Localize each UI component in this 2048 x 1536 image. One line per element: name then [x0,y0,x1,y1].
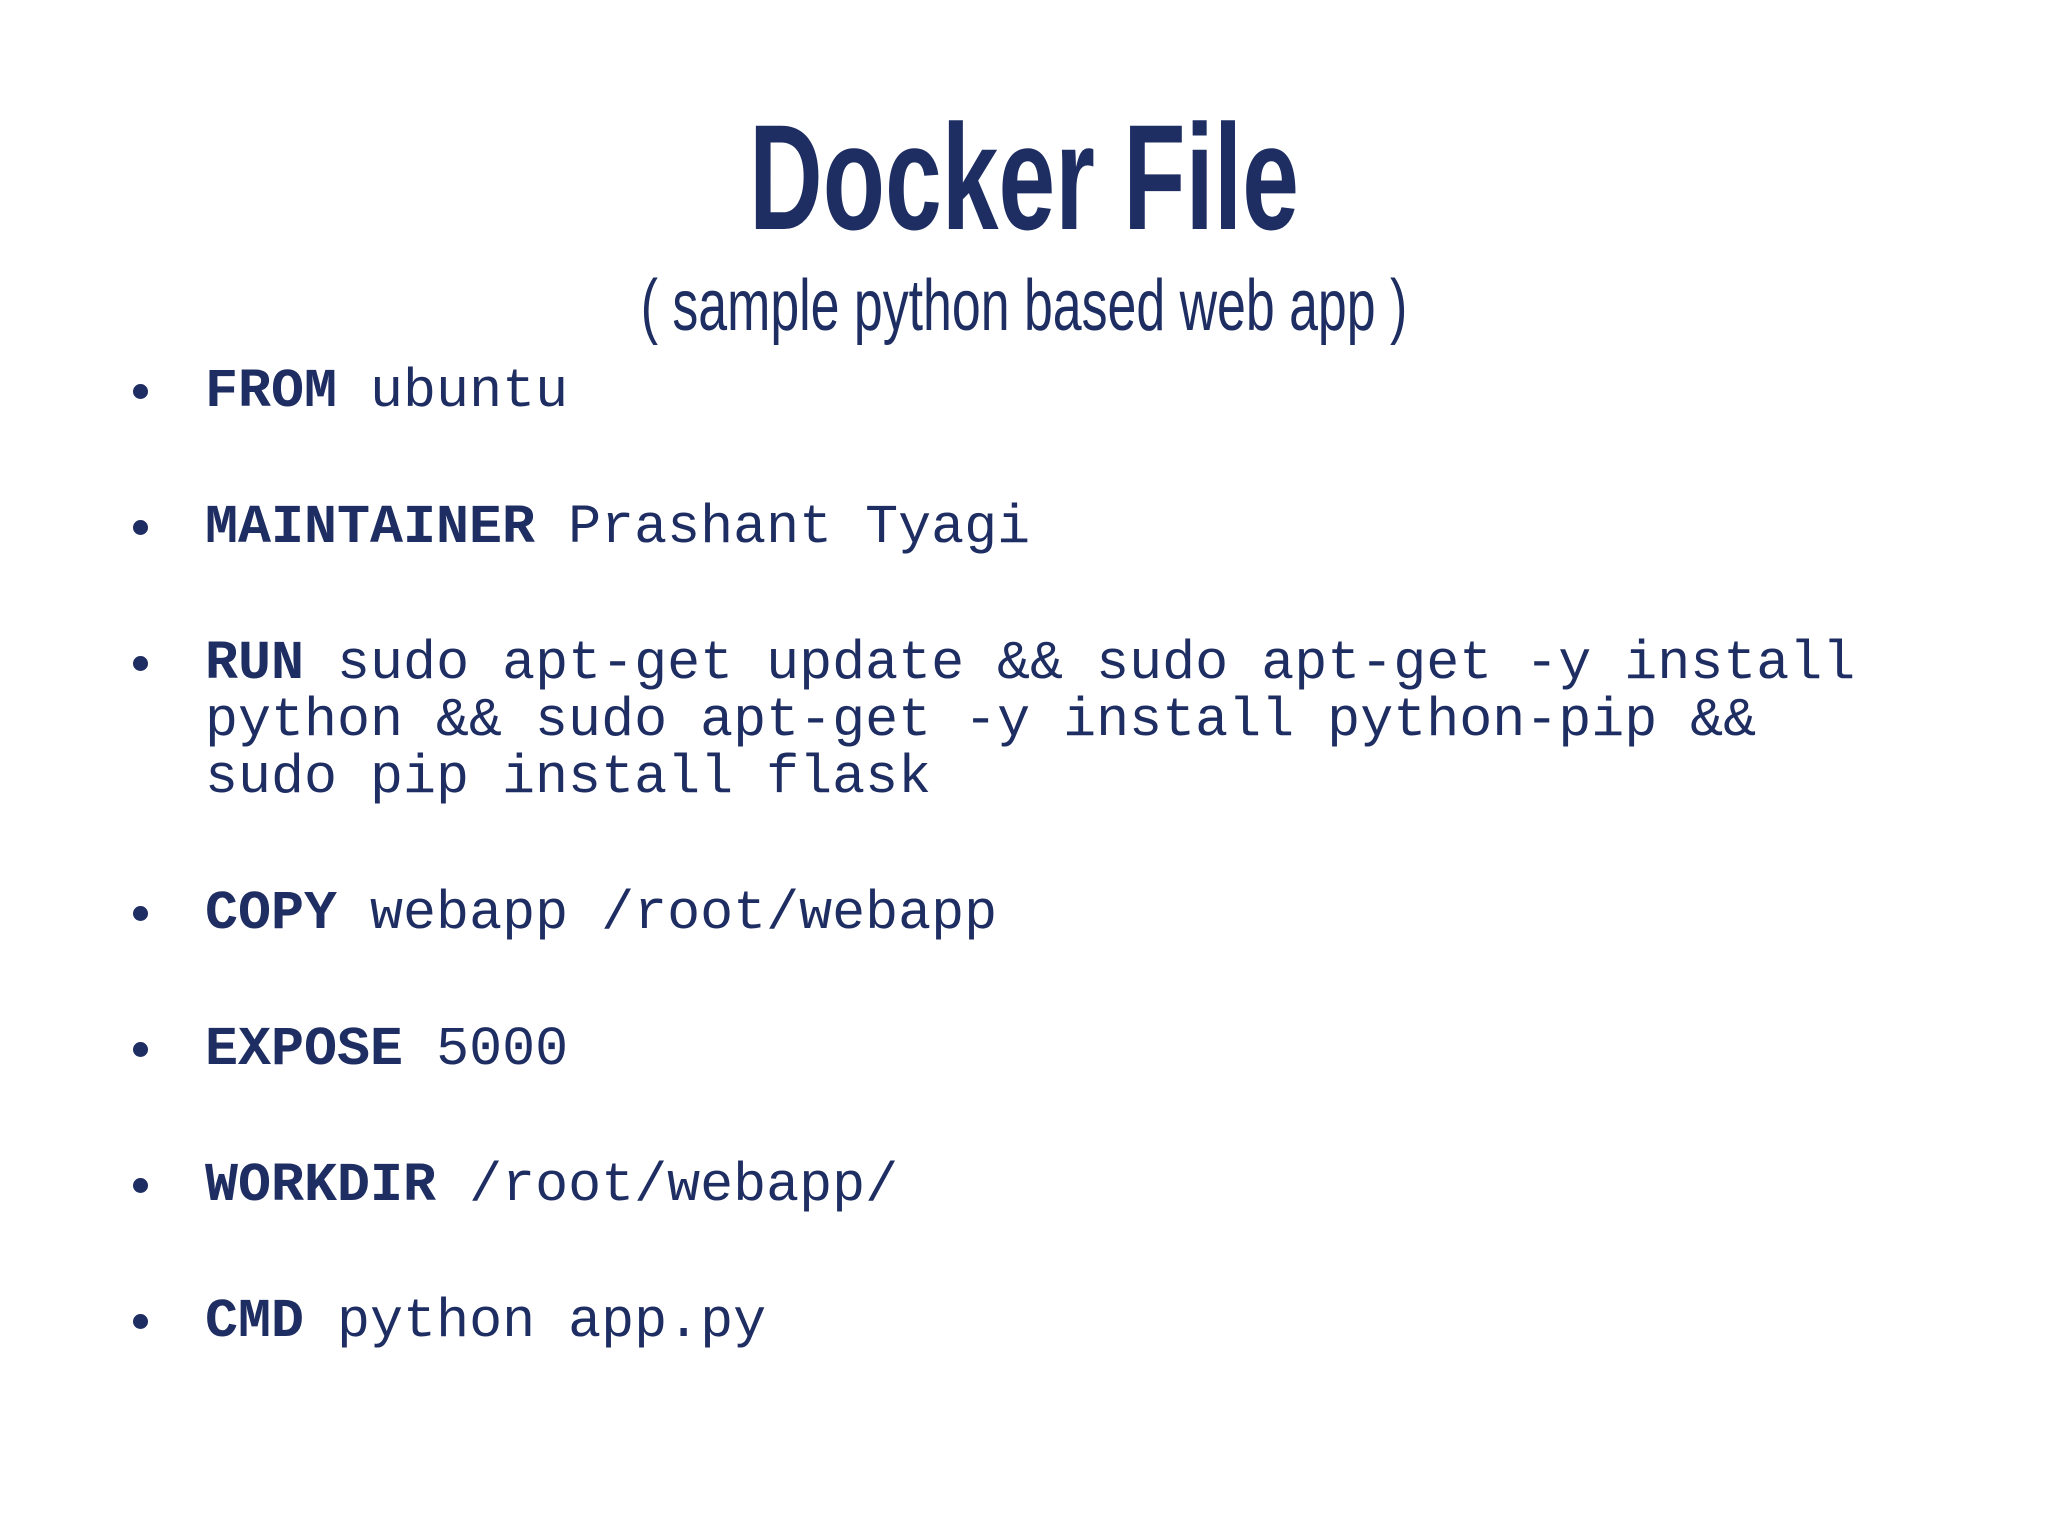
instruction-keyword: WORKDIR [205,1154,437,1217]
instruction-keyword: EXPOSE [205,1018,404,1081]
dockerfile-instruction-list: FROM ubuntu MAINTAINER Prashant Tyagi RU… [133,360,1885,1429]
instruction-keyword: FROM [205,360,338,423]
instruction-value: 5000 [436,1018,569,1081]
bullet-icon [133,906,148,921]
bullet-icon [133,1314,148,1329]
bullet-icon [133,1178,148,1193]
instruction-keyword: MAINTAINER [205,496,536,559]
dockerfile-instruction-item: COPY webapp /root/webapp [133,882,1885,945]
dockerfile-instruction-item: EXPOSE 5000 [133,1018,1885,1081]
instruction-keyword: COPY [205,882,338,945]
instruction-keyword: RUN [205,632,305,695]
dockerfile-instruction-item: FROM ubuntu [133,360,1885,423]
instruction-value: /root/webapp/ [469,1154,899,1217]
instruction-value: Prashant Tyagi [568,496,1031,559]
bullet-icon [133,384,148,399]
slide-title: Docker File [749,93,1299,261]
instruction-keyword: CMD [205,1290,305,1353]
dockerfile-instruction-item: WORKDIR /root/webapp/ [133,1154,1885,1217]
instruction-value: sudo apt-get update && sudo apt-get -y i… [205,632,1856,809]
dockerfile-instruction-item: RUN sudo apt-get update && sudo apt-get … [133,632,1885,809]
dockerfile-instruction-item: CMD python app.py [133,1290,1885,1353]
slide-subtitle: ( sample python based web app ) [640,266,1408,346]
instruction-value: ubuntu [370,360,569,423]
dockerfile-instruction-item: MAINTAINER Prashant Tyagi [133,496,1885,559]
instruction-value: webapp /root/webapp [370,882,998,945]
bullet-icon [133,656,148,671]
bullet-icon [133,520,148,535]
instruction-value: python app.py [337,1290,767,1353]
bullet-icon [133,1042,148,1057]
